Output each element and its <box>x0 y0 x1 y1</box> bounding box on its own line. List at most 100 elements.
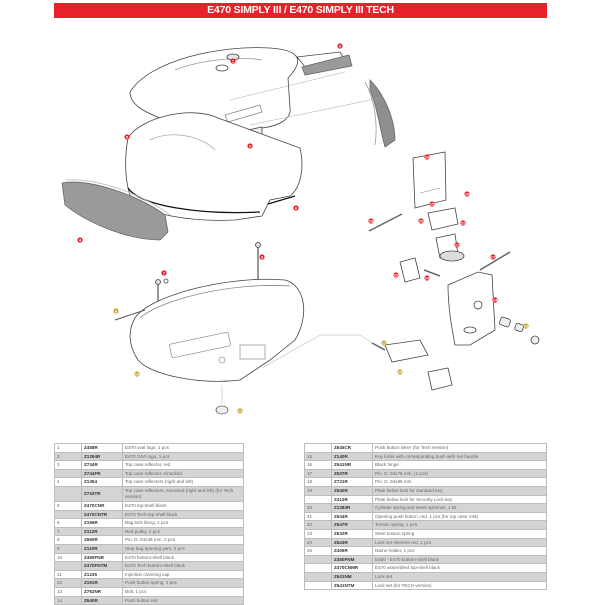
part-code-cell: Z647R <box>331 520 373 530</box>
svg-text:11: 11 <box>238 409 243 414</box>
part-number-cell <box>54 509 82 520</box>
part-number-cell: 19 <box>304 485 332 496</box>
part-description-cell: Plate below lock for standard key <box>372 485 547 496</box>
svg-text:9: 9 <box>261 255 264 260</box>
lid-part <box>129 47 298 153</box>
callout-22: 22 <box>460 220 466 226</box>
part-description-cell: Torsion spring, 1 pcs <box>372 520 547 530</box>
part-number-cell <box>304 494 332 505</box>
callout-13: 13 <box>523 323 529 329</box>
part-description-cell: Bag lock lining, 1 pcs <box>122 518 244 528</box>
part-code-cell: Z470CNTR <box>81 509 123 520</box>
part-description-cell: Steel torsion spring <box>372 528 547 539</box>
part-number-cell: 23 <box>304 528 332 539</box>
callout-6: 6 <box>293 205 299 211</box>
callout-markers: 1 2 3 4 5 6 7 8 9 10 11 15 16 17 18 19 2… <box>77 43 529 414</box>
lock-body-part <box>447 271 496 346</box>
callout-21: 21 <box>454 242 460 248</box>
part-description-cell: Pin. D. 04x75 mm, (1 pcs) <box>372 468 547 479</box>
part-number-cell <box>54 485 82 502</box>
callout-9: 9 <box>259 254 265 260</box>
part-description-cell: E470 Tech top-shell black <box>122 509 244 520</box>
part-code-cell: Z643R <box>331 537 373 548</box>
part-code-cell: Z458R <box>81 443 123 453</box>
part-code-cell: Z470CNR <box>81 500 123 511</box>
hinge-part <box>412 151 447 209</box>
part-description-cell: Top case reflectors, smocked (right and … <box>122 485 244 502</box>
svg-text:2: 2 <box>249 144 252 149</box>
callout-14: 14 <box>492 297 498 303</box>
svg-text:17: 17 <box>491 255 496 260</box>
part-number-cell <box>54 561 82 571</box>
part-number-cell: 20 <box>304 503 332 513</box>
part-number-cell: 17 <box>304 468 332 479</box>
part-code-cell: Z156R <box>81 518 123 528</box>
part-code-cell: Z1235 <box>81 569 123 580</box>
exploded-view-diagram: 1 2 3 4 5 6 7 8 9 10 11 15 16 17 18 19 2… <box>0 20 600 435</box>
part-number-cell: 9 <box>54 543 82 554</box>
part-number-cell: 16 <box>304 460 332 470</box>
svg-text:5: 5 <box>126 135 129 140</box>
svg-text:20: 20 <box>419 219 424 224</box>
callout-24: 24 <box>424 275 430 281</box>
part-number-cell: 4 <box>54 477 82 487</box>
part-number-cell: 13 <box>54 586 82 597</box>
part-description-cell: Lock set (for TECH version) <box>372 580 547 591</box>
part-description-cell: E470 Tech bottom-shell black <box>122 561 244 571</box>
part-code-cell: Z640R <box>81 595 123 605</box>
part-description-cell: Lock set element red, 1 pcs <box>372 537 547 548</box>
callout-25: 25 <box>397 369 403 375</box>
callout-23: 23 <box>393 272 399 278</box>
part-number-cell: 22 <box>304 520 332 530</box>
part-number-cell <box>304 443 332 453</box>
part-code-cell: Z641NTM <box>331 580 373 591</box>
svg-text:1: 1 <box>232 59 235 64</box>
part-description-cell: Top case reflectors (right and left) <box>122 477 244 487</box>
part-description-cell: Opening push button, red, 1 pcs (for top… <box>372 511 547 522</box>
part-code-cell: Z1294R <box>81 451 123 462</box>
part-description-cell: Name holder, 1 pcs <box>372 546 547 556</box>
callout-15: 15 <box>429 201 435 207</box>
part-description-cell: Black hinge <box>372 460 547 470</box>
left-reflector-part <box>61 181 169 241</box>
svg-text:6: 6 <box>295 206 298 211</box>
part-code-cell: Z744R <box>81 460 123 470</box>
callout-16: 16 <box>424 154 430 160</box>
part-code-cell: Z641NR <box>331 460 373 470</box>
top-shell-part <box>125 112 303 221</box>
diagram-svg: 1 2 3 4 5 6 7 8 9 10 11 15 16 17 18 19 2… <box>61 43 540 415</box>
part-description-cell: Top case reflector, smocked <box>122 468 244 479</box>
callout-17: 17 <box>490 254 496 260</box>
callout-11: 11 <box>237 408 243 414</box>
part-description-cell: E470 GIVI logo, 1 pcs <box>122 451 244 462</box>
callout-4: 4 <box>77 237 83 243</box>
part-number-cell: 1 <box>54 443 82 453</box>
svg-text:4: 4 <box>79 238 82 243</box>
callout-8: 8 <box>113 308 119 314</box>
callout-1: 1 <box>230 58 236 64</box>
part-code-cell: Z470CNMR <box>331 563 373 573</box>
part-number-cell: 15 <box>304 451 332 462</box>
part-code-cell: Z450FNR <box>81 552 123 563</box>
part-description-cell: Cylinder spring and steek sphenes, 1 kit <box>372 503 547 513</box>
part-description-cell: Lock set <box>372 571 547 582</box>
part-code-cell: Z409R <box>331 546 373 556</box>
callout-5: 5 <box>124 134 130 140</box>
part-code-cell: Z744FR <box>81 468 123 479</box>
